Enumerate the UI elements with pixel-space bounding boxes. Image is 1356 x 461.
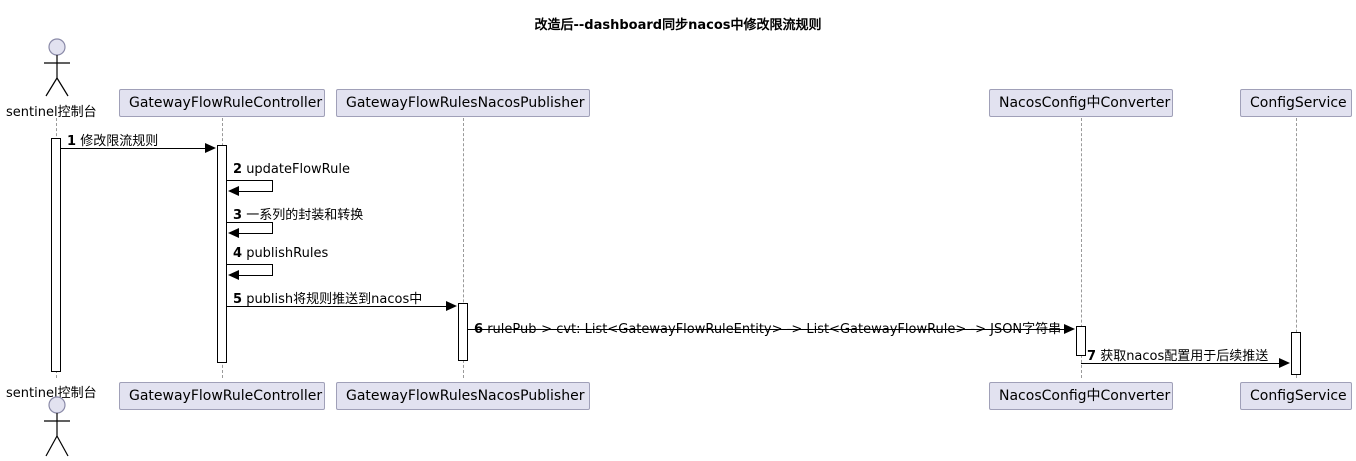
message-3-line-right xyxy=(272,222,273,234)
message-5-arrowhead xyxy=(446,301,457,311)
message-7-label: 7 获取nacos配置用于后续推送 xyxy=(1087,345,1268,364)
message-3-text: 一系列的封装和转换 xyxy=(246,208,364,223)
actor-label-bottom: sentinel控制台 xyxy=(6,386,97,401)
message-1-text: 修改限流规则 xyxy=(80,134,159,149)
message-4-line-top xyxy=(227,264,273,265)
message-2-label: 2 updateFlowRule xyxy=(233,162,350,177)
lifeline-converter xyxy=(1081,118,1082,378)
message-3-line-top xyxy=(227,222,273,223)
actor-label-top: sentinel控制台 xyxy=(6,105,97,120)
message-1-label: 1 修改限流规则 xyxy=(67,130,158,149)
message-3-label: 3 一系列的封装和转换 xyxy=(233,204,363,223)
actor-figure-top xyxy=(44,38,70,97)
activation-configservice xyxy=(1291,332,1301,375)
participant-converter-top[interactable]: NacosConfig中Converter xyxy=(989,89,1173,117)
message-2-arrowhead xyxy=(228,186,239,196)
activation-publisher xyxy=(458,303,468,361)
activation-converter xyxy=(1076,326,1086,356)
activation-controller xyxy=(217,145,227,363)
message-2-line-right xyxy=(272,180,273,192)
participant-controller-top[interactable]: GatewayFlowRuleController xyxy=(119,89,325,117)
message-4-arrowhead xyxy=(228,270,239,280)
message-7-line xyxy=(1081,363,1279,364)
message-2-line-bottom xyxy=(239,191,273,192)
participant-converter-bottom[interactable]: NacosConfig中Converter xyxy=(989,382,1173,410)
actor-figure-bottom xyxy=(44,396,70,457)
participant-publisher-bottom[interactable]: GatewayFlowRulesNacosPublisher xyxy=(336,382,590,410)
message-6-arrowhead xyxy=(1064,324,1075,334)
message-4-line-right xyxy=(272,264,273,276)
lifeline-configservice xyxy=(1296,118,1297,378)
message-3-arrowhead xyxy=(228,228,239,238)
message-5-label: 5 publish将规则推送到nacos中 xyxy=(233,288,422,307)
activation-actor xyxy=(51,138,61,372)
participant-publisher-top[interactable]: GatewayFlowRulesNacosPublisher xyxy=(336,89,590,117)
message-7-text: 获取nacos配置用于后续推送 xyxy=(1100,349,1269,364)
participant-configservice-bottom[interactable]: ConfigService xyxy=(1240,382,1352,410)
message-4-text: publishRules xyxy=(246,246,329,261)
message-2-text: updateFlowRule xyxy=(246,162,350,177)
message-7-arrowhead xyxy=(1279,358,1290,368)
message-1-line xyxy=(61,148,206,149)
message-5-number: 5 xyxy=(233,292,243,307)
message-4-number: 4 xyxy=(233,246,243,261)
message-1-arrowhead xyxy=(205,143,216,153)
message-6-label: 6 rulePub-> cvt: List<GatewayFlowRuleEnt… xyxy=(474,318,1061,337)
participant-controller-bottom[interactable]: GatewayFlowRuleController xyxy=(119,382,325,410)
message-5-line xyxy=(227,306,447,307)
actor-head-bottom-icon xyxy=(48,396,66,414)
message-6-line xyxy=(468,329,1065,330)
message-7-number: 7 xyxy=(1087,349,1097,364)
message-5-text: publish将规则推送到nacos中 xyxy=(246,292,423,307)
diagram-title: 改造后--dashboard同步nacos中修改限流规则 xyxy=(534,18,822,33)
message-2-number: 2 xyxy=(233,162,243,177)
actor-head-icon xyxy=(48,38,66,56)
message-4-line-bottom xyxy=(239,275,273,276)
message-3-number: 3 xyxy=(233,208,243,223)
participant-configservice-top[interactable]: ConfigService xyxy=(1240,89,1352,117)
lifeline-publisher xyxy=(463,118,464,378)
message-3-line-bottom xyxy=(239,233,273,234)
message-1-number: 1 xyxy=(67,134,77,149)
message-4-label: 4 publishRules xyxy=(233,246,328,261)
message-2-line-top xyxy=(227,180,273,181)
